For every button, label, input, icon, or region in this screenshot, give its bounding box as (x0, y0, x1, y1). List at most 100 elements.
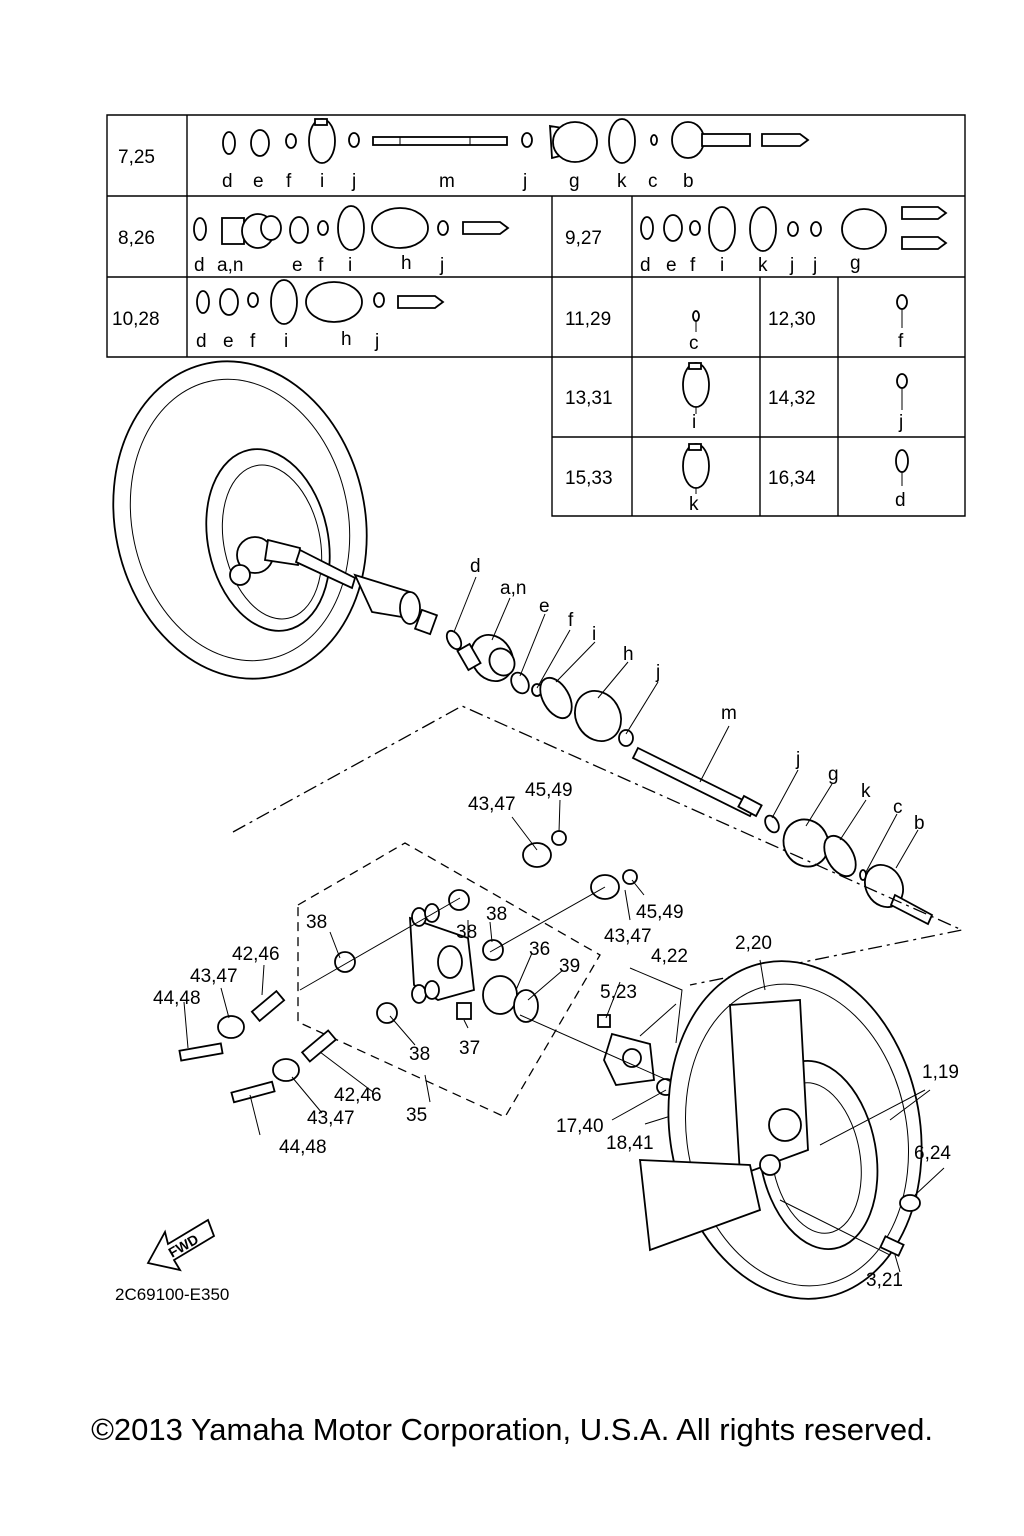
svg-text:k: k (861, 781, 871, 802)
label-5-23: 5,23 (600, 982, 637, 1003)
shaft-letter-labels: d a,n e f i h j m j g k c b (470, 556, 925, 834)
knuckle-group-frame (297, 842, 601, 1118)
svg-text:e: e (666, 255, 677, 276)
label-42-46-b: 42,46 (334, 1085, 382, 1106)
svg-text:i: i (348, 255, 352, 276)
label-43-47-c: 43,47 (604, 926, 652, 947)
label-43-47-d: 43,47 (307, 1108, 355, 1129)
svg-text:f: f (898, 331, 904, 352)
svg-text:i: i (284, 331, 288, 352)
row-8-26-letters: d a,n e f i h j (194, 253, 444, 276)
table-ref-14-32: 14,32 (768, 388, 816, 409)
svg-text:h: h (623, 644, 634, 665)
svg-text:k: k (689, 494, 699, 515)
svg-text:a,n: a,n (500, 578, 526, 599)
svg-text:j: j (439, 255, 444, 276)
svg-text:j: j (351, 171, 356, 192)
svg-text:f: f (568, 610, 574, 631)
svg-text:d: d (196, 331, 207, 352)
label-38-d: 38 (409, 1044, 430, 1065)
label-4-22: 4,22 (651, 946, 688, 967)
table-ref-7-25: 7,25 (118, 147, 155, 168)
table-ref-13-31: 13,31 (565, 388, 613, 409)
knuckle-group (178, 799, 645, 1136)
svg-text:e: e (292, 255, 303, 276)
fwd-arrow-icon: FWD (146, 1218, 216, 1272)
svg-text:b: b (914, 813, 925, 834)
copyright-notice: ©2013 Yamaha Motor Corporation, U.S.A. A… (91, 1412, 933, 1447)
row-7-25-parts: d e f i j m j g k c b (222, 118, 810, 192)
label-1-19: 1,19 (922, 1062, 959, 1083)
svg-text:j: j (795, 749, 800, 770)
row-9-27-letters: d e f i k j j g (640, 253, 861, 276)
svg-text:g: g (828, 764, 839, 785)
label-2-20: 2,20 (735, 933, 772, 954)
svg-text:k: k (617, 171, 627, 192)
label-44-48-a: 44,48 (153, 988, 201, 1009)
svg-text:i: i (692, 412, 696, 433)
row-8-26-parts: d a,n e f i h j (193, 205, 510, 276)
cell-13-31: i (682, 362, 710, 433)
table-ref-15-33: 15,33 (565, 468, 613, 489)
row-7-25-letters: d e f i j m j g k c b (222, 171, 694, 192)
svg-text:d: d (640, 255, 651, 276)
svg-text:d: d (194, 255, 205, 276)
svg-text:j: j (789, 255, 794, 276)
label-39: 39 (559, 956, 580, 977)
label-18-41: 18,41 (606, 1133, 654, 1154)
row-10-28-parts: d e f i h j (196, 279, 445, 352)
svg-text:j: j (522, 171, 527, 192)
cell-11-29: c (689, 310, 700, 354)
label-38-a: 38 (306, 912, 327, 933)
svg-text:a,n: a,n (217, 255, 243, 276)
label-6-24: 6,24 (914, 1143, 951, 1164)
svg-text:m: m (721, 703, 737, 724)
svg-text:j: j (374, 331, 379, 352)
svg-text:e: e (223, 331, 234, 352)
table-ref-12-30: 12,30 (768, 309, 816, 330)
svg-text:e: e (253, 171, 264, 192)
table-ref-9-27: 9,27 (565, 228, 602, 249)
label-3-21: 3,21 (866, 1270, 903, 1291)
svg-text:f: f (286, 171, 292, 192)
svg-text:c: c (893, 797, 903, 818)
row-10-28-letters: d e f i h j (196, 329, 379, 352)
svg-text:j: j (812, 255, 817, 276)
svg-text:g: g (850, 253, 861, 274)
kit-table: 7,25 8,26 9,27 10,28 11,29 12,30 13,31 1… (106, 114, 966, 517)
row-9-27-parts: d e f i k j j g (640, 206, 948, 276)
svg-text:c: c (648, 171, 658, 192)
svg-text:d: d (895, 490, 906, 511)
cell-16-34: d (895, 449, 909, 511)
table-ref-16-34: 16,34 (768, 468, 816, 489)
label-36: 36 (529, 939, 550, 960)
svg-text:i: i (320, 171, 324, 192)
label-37: 37 (459, 1038, 480, 1059)
label-45-49-b: 45,49 (636, 902, 684, 923)
exploded-shaft-parts: d a,n e f i h j m j g k c b (445, 556, 934, 926)
label-17-40: 17,40 (556, 1116, 604, 1137)
svg-text:d: d (470, 556, 481, 577)
cell-14-32: j (896, 373, 908, 433)
label-35: 35 (406, 1105, 427, 1126)
svg-text:e: e (539, 596, 550, 617)
svg-text:d: d (222, 171, 233, 192)
parts-diagram: 7,25 8,26 9,27 10,28 11,29 12,30 13,31 1… (106, 114, 966, 1304)
svg-text:j: j (655, 662, 660, 683)
right-wheel (638, 959, 945, 1300)
label-44-48-b: 44,48 (279, 1137, 327, 1158)
svg-text:g: g (569, 171, 580, 192)
cell-12-30: f (896, 294, 908, 352)
part-number-labels: 43,47 45,49 38 38 38 42,46 43,47 44,48 3… (153, 780, 959, 1291)
label-38-c: 38 (486, 904, 507, 925)
axis-plane (232, 705, 965, 986)
left-wheel-assembly (112, 360, 439, 680)
label-38-b: 38 (456, 922, 477, 943)
svg-text:j: j (898, 412, 903, 433)
svg-text:k: k (758, 255, 768, 276)
svg-text:i: i (592, 624, 596, 645)
svg-text:h: h (341, 329, 352, 350)
svg-text:f: f (690, 255, 696, 276)
label-43-47-a: 43,47 (468, 794, 516, 815)
table-ref-11-29: 11,29 (565, 309, 611, 330)
